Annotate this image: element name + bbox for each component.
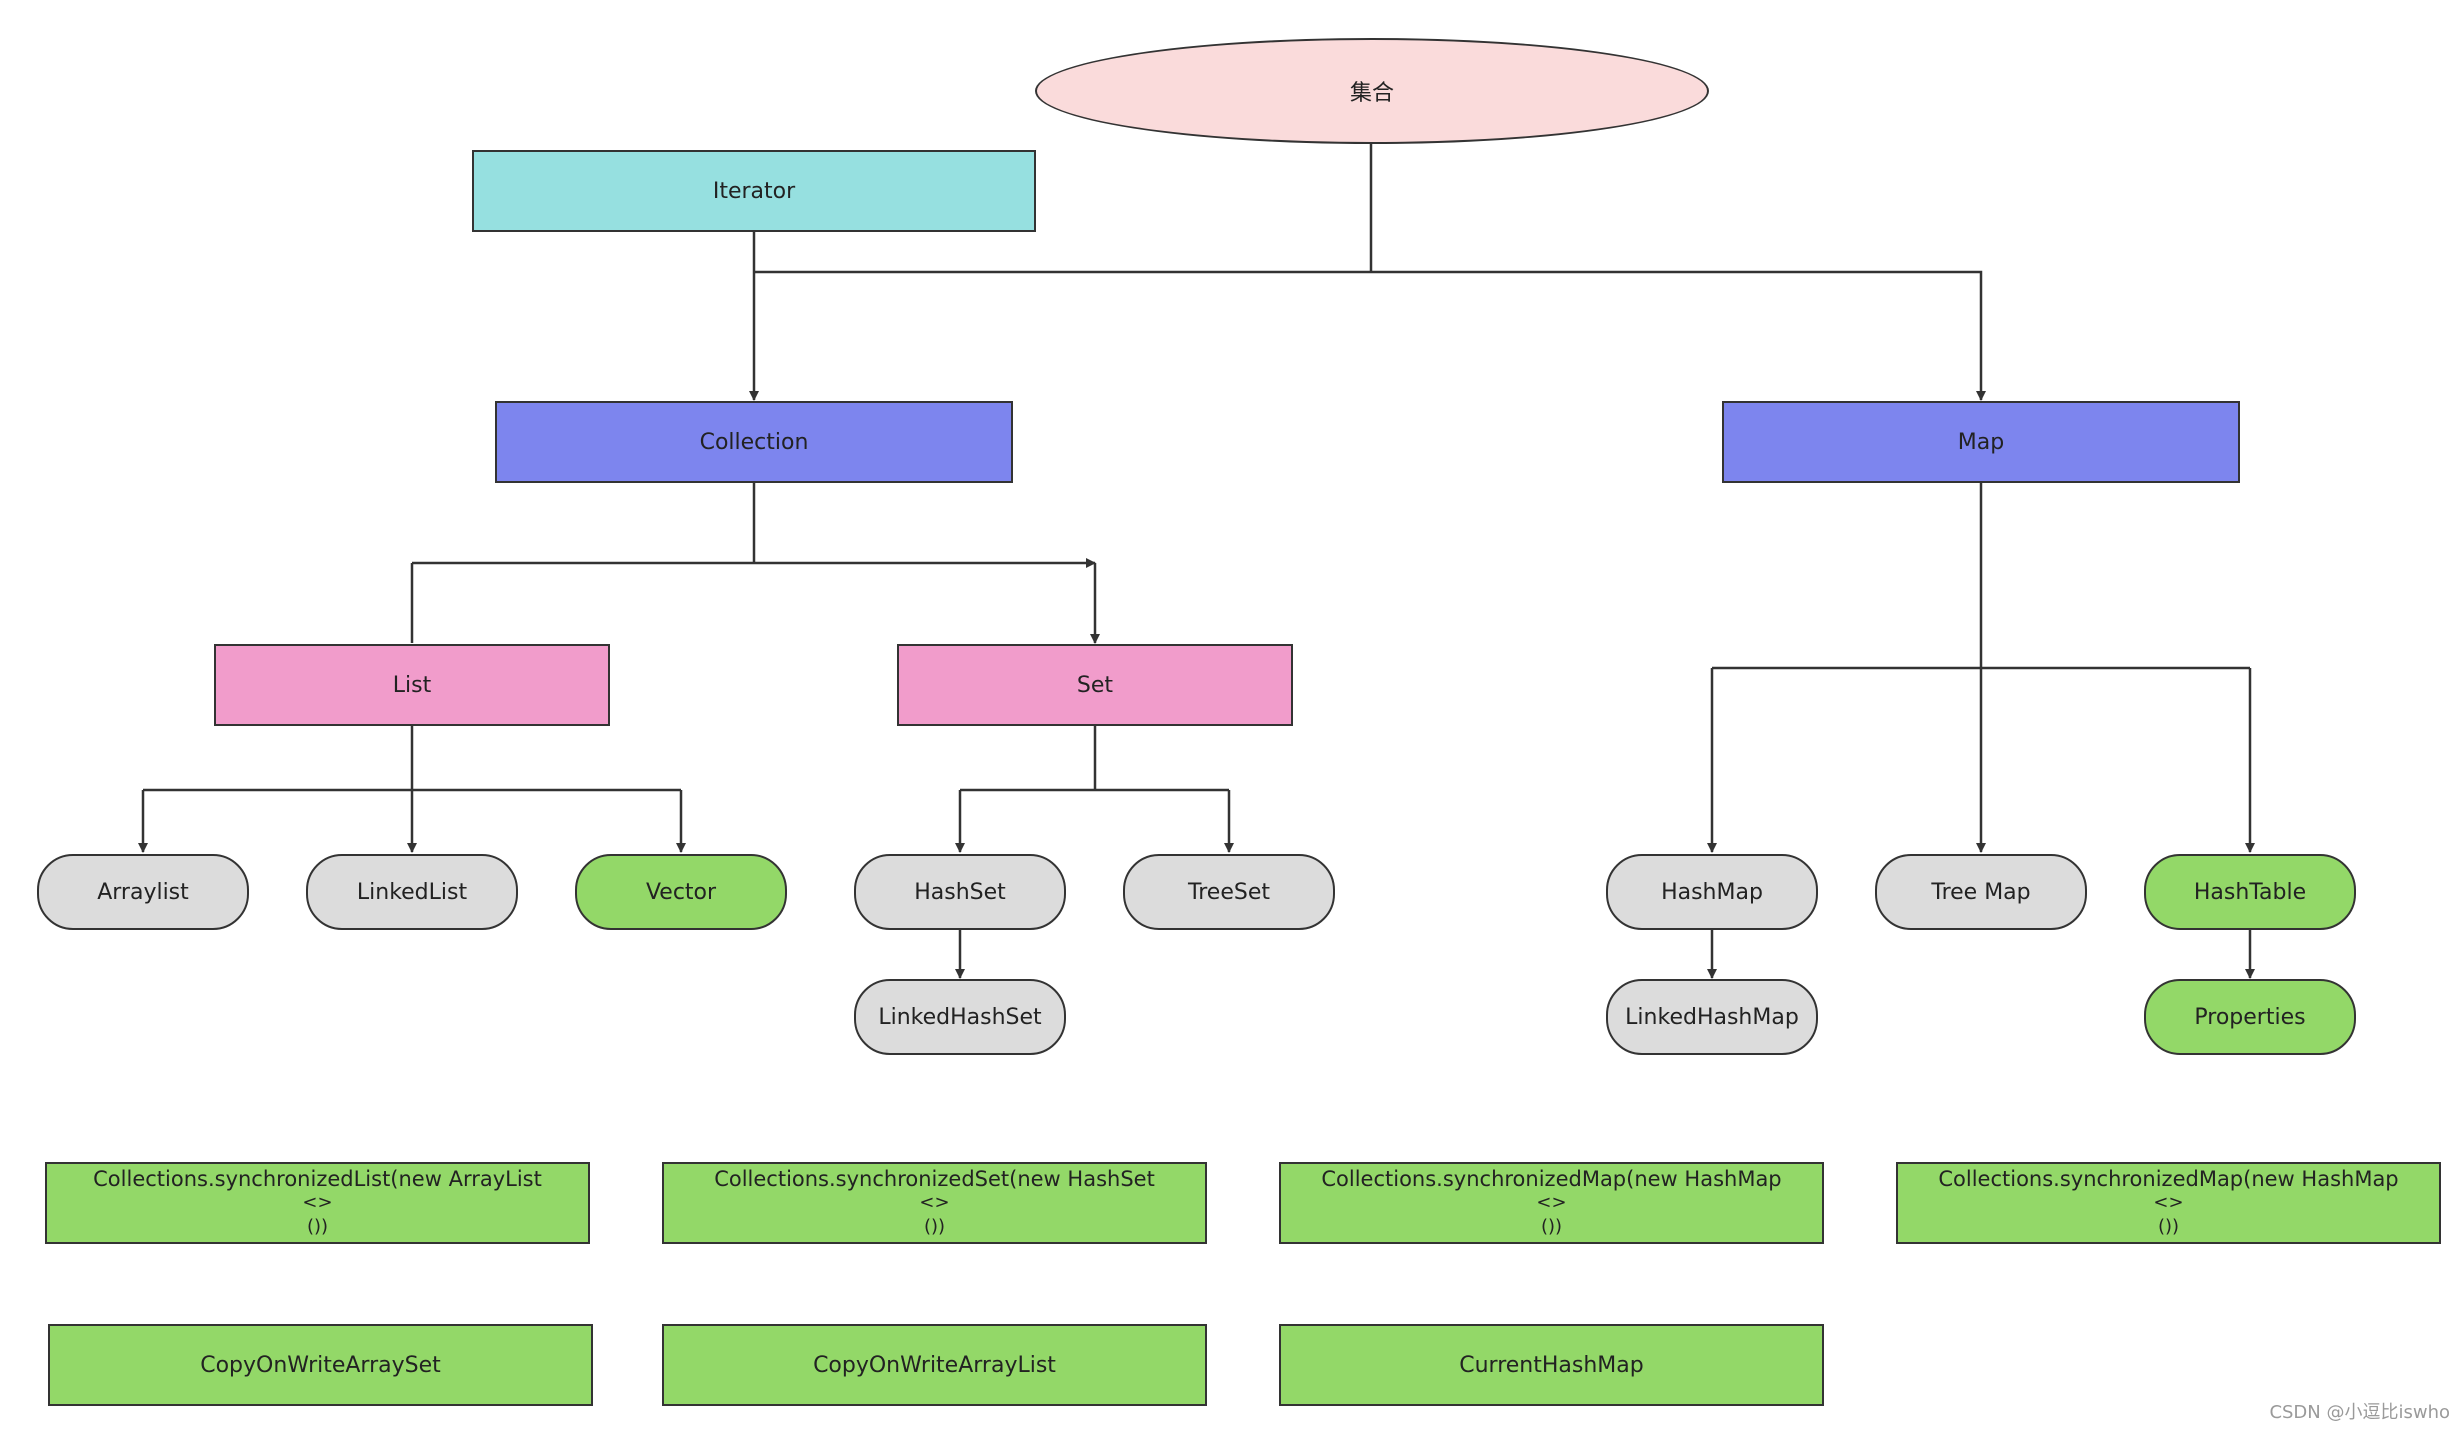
copyonwritearrayset-label: CopyOnWriteArraySet — [200, 1352, 441, 1378]
linkedhashset-label: LinkedHashSet — [878, 1004, 1042, 1030]
iterator-label: Iterator — [712, 178, 796, 204]
sync-map-line1: Collections.synchronizedMap(new HashMap — [1321, 1167, 1782, 1191]
treemap-node: Tree Map — [1875, 854, 2087, 930]
list-label: List — [392, 672, 432, 698]
hashtable-label: HashTable — [2193, 879, 2307, 905]
root-label: 集合 — [1349, 81, 1394, 106]
sync-set-line3: ()) — [923, 1216, 946, 1237]
treemap-label: Tree Map — [1931, 879, 2031, 905]
currenthashmap-label: CurrentHashMap — [1459, 1352, 1644, 1378]
sync-list-line1: Collections.synchronizedList(new ArrayLi… — [93, 1167, 542, 1191]
linkedhashset-node: LinkedHashSet — [854, 979, 1066, 1055]
list-node: List — [214, 644, 610, 726]
properties-node: Properties — [2144, 979, 2356, 1055]
copyonwritearraylist-box: CopyOnWriteArrayList — [662, 1324, 1207, 1406]
sync-map-line3: ()) — [1540, 1216, 1563, 1237]
properties-label: Properties — [2194, 1004, 2306, 1030]
linkedlist-node: LinkedList — [306, 854, 518, 930]
sync-map-line2: <> — [1536, 1192, 1567, 1213]
hashset-node: HashSet — [854, 854, 1066, 930]
treeset-label: TreeSet — [1188, 879, 1270, 905]
sync-table-line1: Collections.synchronizedMap(new HashMap — [1938, 1167, 2399, 1191]
sync-set-box: Collections.synchronizedSet(new HashSet … — [662, 1162, 1207, 1244]
treeset-node: TreeSet — [1123, 854, 1335, 930]
sync-table-line2: <> — [2153, 1192, 2184, 1213]
sync-list-box: Collections.synchronizedList(new ArrayLi… — [45, 1162, 590, 1244]
hashset-label: HashSet — [914, 879, 1006, 905]
linkedlist-label: LinkedList — [356, 879, 468, 905]
edge-collection-list — [410, 563, 1095, 643]
map-label: Map — [1957, 429, 2005, 455]
collection-label: Collection — [699, 429, 809, 455]
arraylist-node: Arraylist — [37, 854, 249, 930]
hashmap-node: HashMap — [1606, 854, 1818, 930]
hashtable-node: HashTable — [2144, 854, 2356, 930]
sync-table-line3: ()) — [2157, 1216, 2180, 1237]
linkedhashmap-node: LinkedHashMap — [1606, 979, 1818, 1055]
copyonwritearraylist-label: CopyOnWriteArrayList — [813, 1352, 1056, 1378]
sync-set-line1: Collections.synchronizedSet(new HashSet — [714, 1167, 1155, 1191]
sync-set-line2: <> — [919, 1192, 950, 1213]
sync-list-line3: ()) — [306, 1216, 329, 1237]
currenthashmap-box: CurrentHashMap — [1279, 1324, 1824, 1406]
linkedhashmap-label: LinkedHashMap — [1625, 1004, 1799, 1030]
edge-trunk-map — [754, 270, 1986, 401]
map-node: Map — [1722, 401, 2240, 483]
hashmap-label: HashMap — [1661, 879, 1763, 905]
vector-node: Vector — [575, 854, 787, 930]
copyonwritearrayset-box: CopyOnWriteArraySet — [48, 1324, 593, 1406]
iterator-node: Iterator — [472, 150, 1036, 232]
sync-map-box: Collections.synchronizedMap(new HashMap … — [1279, 1162, 1824, 1244]
collection-node: Collection — [495, 401, 1013, 483]
sync-list-line2: <> — [302, 1192, 333, 1213]
watermark-text: CSDN @小逗比iswho — [2269, 1402, 2450, 1423]
root-node: 集合 — [1035, 38, 1709, 144]
sync-table-box: Collections.synchronizedMap(new HashMap … — [1896, 1162, 2441, 1244]
vector-label: Vector — [645, 879, 717, 905]
set-label: Set — [1076, 672, 1114, 698]
arraylist-label: Arraylist — [97, 879, 189, 905]
set-node: Set — [897, 644, 1293, 726]
